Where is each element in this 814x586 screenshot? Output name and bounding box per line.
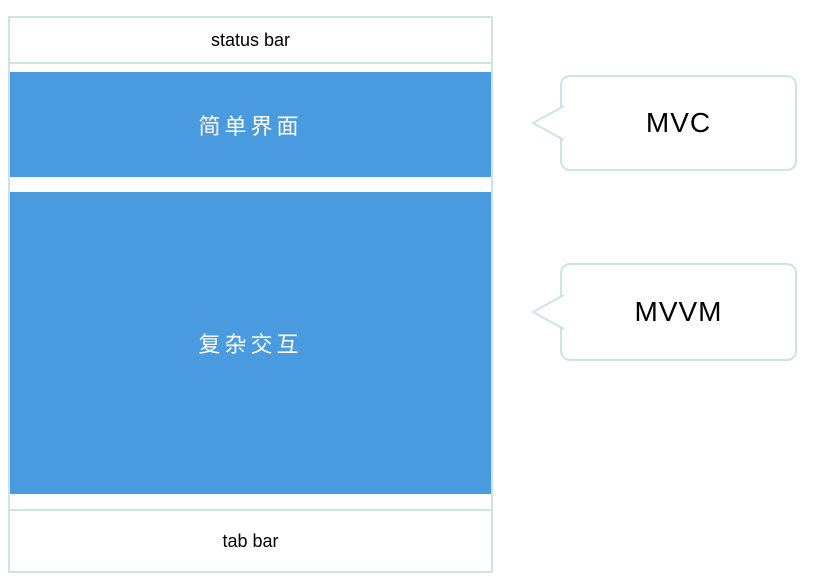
status-bar-divider [10,62,491,64]
status-bar-label: status bar [210,29,291,50]
callout-mvvm-label: MVVM [634,296,723,327]
screen-complex-interaction: 复杂交互 [10,192,491,494]
phone-frame: status bar 简单界面 复杂交互 tab bar [8,16,493,573]
callout-mvvm: MVVM [531,263,797,361]
tab-bar-label: tab bar [222,530,279,551]
tab-bar-divider [10,509,491,511]
screen-simple-label: 简单界面 [198,113,303,139]
status-bar: status bar [10,18,491,62]
speech-tail-left-icon [531,294,564,330]
speech-tail-left-icon [531,105,564,141]
screen-complex-label: 复杂交互 [198,332,303,357]
tab-bar: tab bar [10,511,491,571]
callout-mvc-label: MVC [645,107,712,138]
screen-simple-interface: 简单界面 [10,72,491,177]
callout-mvc: MVC [531,75,797,171]
